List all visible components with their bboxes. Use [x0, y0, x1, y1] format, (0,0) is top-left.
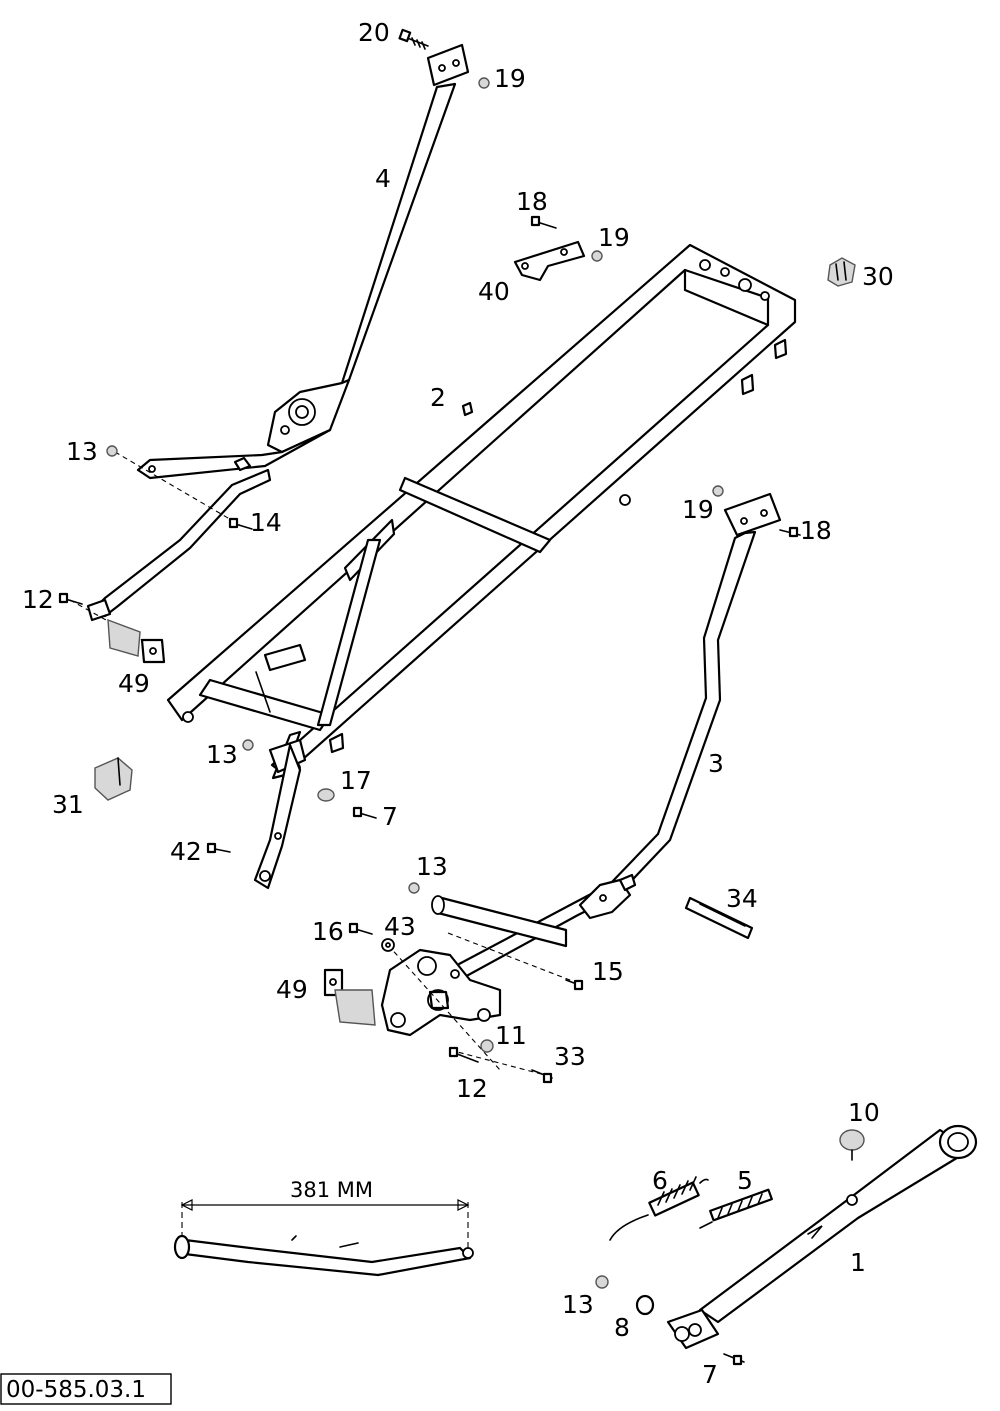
callout-14: 14: [250, 508, 282, 537]
callout-18: 18: [516, 187, 548, 216]
dimension-drawing: [173, 1199, 474, 1277]
callout-12: 12: [22, 585, 54, 614]
callout-40: 40: [478, 277, 510, 306]
callout-13: 13: [206, 740, 238, 769]
callout-19: 19: [682, 495, 714, 524]
callout-7: 7: [382, 802, 398, 831]
bolt-7-stand: [723, 1353, 745, 1366]
leader-15: [447, 932, 576, 983]
callout-7: 7: [702, 1360, 718, 1389]
callout-31: 31: [52, 790, 84, 819]
callout-16: 16: [312, 917, 344, 946]
callout-13: 13: [416, 852, 448, 881]
callout-10: 10: [848, 1098, 880, 1127]
callout-12: 12: [456, 1074, 488, 1103]
callout-13: 13: [562, 1290, 594, 1319]
callout-49: 49: [118, 669, 150, 698]
bushing-8: [635, 1294, 655, 1316]
part-2-main-frame: [166, 243, 797, 890]
part-4-left-strut: [86, 43, 470, 622]
leader-13-14: [114, 451, 241, 526]
callout-1: 1: [850, 1248, 866, 1277]
part-1-side-stand: [666, 1124, 978, 1350]
callout-17: 17: [340, 766, 372, 795]
callout-15: 15: [592, 957, 624, 986]
fasteners: [58, 28, 856, 1084]
callout-30: 30: [862, 262, 894, 291]
callout-2: 2: [430, 383, 446, 412]
springs: [609, 1176, 773, 1241]
callout-19: 19: [494, 64, 526, 93]
callout-11: 11: [495, 1021, 527, 1050]
callout-49: 49: [276, 975, 308, 1004]
callout-4: 4: [375, 164, 391, 193]
callout-18: 18: [800, 516, 832, 545]
callout-19: 19: [598, 223, 630, 252]
callout-13: 13: [66, 437, 98, 466]
leader-33: [449, 1049, 546, 1076]
callout-8: 8: [614, 1313, 630, 1342]
callout-42: 42: [170, 837, 202, 866]
callout-5: 5: [737, 1166, 753, 1195]
callout-43: 43: [384, 912, 416, 941]
reference-code-box: 00-585.03.1: [0, 1373, 172, 1405]
dimension-label: 381 MM: [290, 1178, 373, 1202]
nut-13-stand: [595, 1275, 609, 1289]
callout-6: 6: [652, 1166, 668, 1195]
callout-33: 33: [554, 1042, 586, 1071]
callout-20: 20: [358, 18, 390, 47]
mounting-plate: [380, 948, 502, 1037]
callout-34: 34: [726, 884, 758, 913]
callout-labels: 20 19 4 18 19 40 30 2 13 14 19 18 12 49 …: [22, 18, 894, 1389]
reference-code: 00-585.03.1: [6, 1377, 146, 1403]
part-10-rubber-stop: [839, 1129, 865, 1161]
callout-3: 3: [708, 749, 724, 778]
